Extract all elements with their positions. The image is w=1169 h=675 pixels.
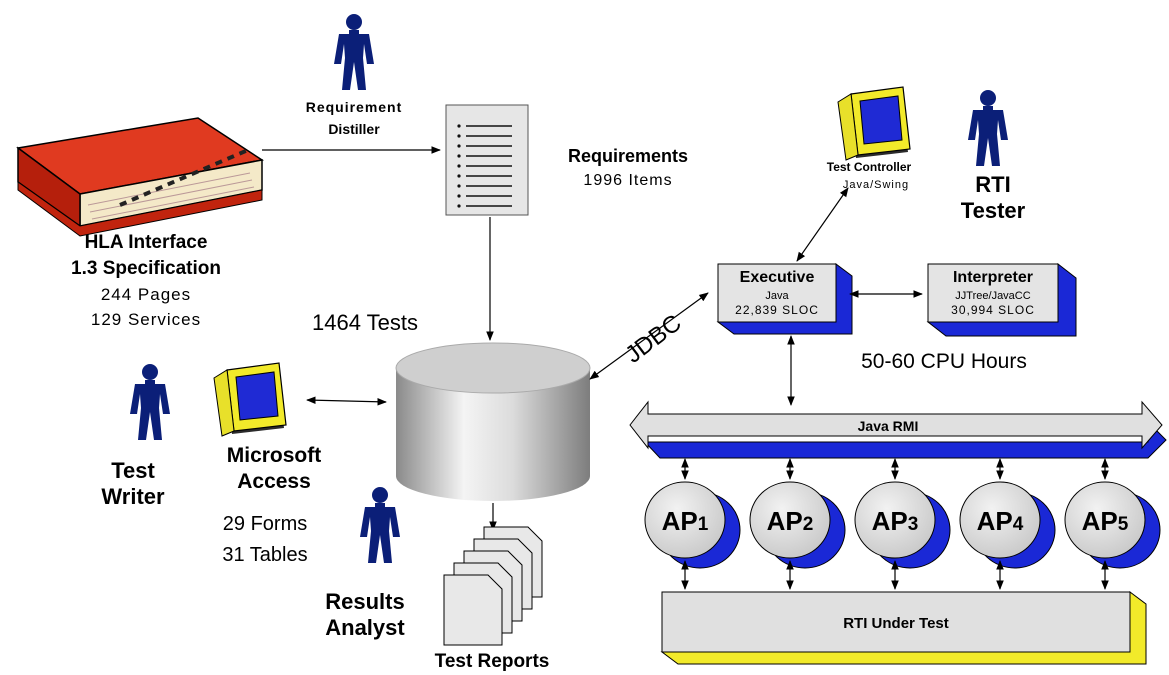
svg-text:AP3: AP3 (872, 506, 919, 536)
interpreter-box (926, 262, 1077, 337)
test-controller-title: Test Controller (827, 160, 912, 174)
ap-node-1: AP1 (644, 458, 741, 590)
microsoft-access-label-2: Access (237, 470, 311, 493)
interpreter-title: Interpreter (953, 269, 1033, 286)
ap-node-4: AP4 (959, 458, 1056, 590)
rti-under-test-label: RTI Under Test (843, 615, 949, 632)
spec-book-title-2: 1.3 Specification (71, 258, 221, 279)
jdbc-arrow (589, 292, 709, 380)
ap-node-5: AP5 (1064, 458, 1161, 590)
svg-text:AP1: AP1 (662, 506, 709, 536)
ap-node-1-label: AP (662, 506, 698, 536)
test-writer-person-icon (130, 364, 170, 440)
spec-book-icon (16, 117, 264, 237)
jdbc-label: JDBC (620, 309, 686, 368)
results-analyst-label-1: Results (325, 589, 404, 614)
spec-book-pages: 244 Pages (101, 285, 191, 304)
requirement-distiller-label-2: Distiller (328, 121, 380, 137)
rti-tester-person-icon (968, 90, 1008, 166)
ap-node-5-index: 5 (1118, 514, 1129, 535)
interpreter-lang: JJTree/JavaCC (955, 290, 1030, 302)
ap-node-1-index: 1 (698, 514, 709, 535)
ap-node-3-index: 3 (908, 514, 919, 535)
access-to-db-arrow (306, 396, 387, 406)
test-controller-tech: Java/Swing (843, 179, 909, 191)
svg-text:AP5: AP5 (1082, 506, 1129, 536)
test-writer-label-2: Writer (101, 484, 165, 509)
requirement-distiller-label-1: Requirement (306, 99, 403, 115)
microsoft-access-tables: 31 Tables (222, 544, 307, 566)
test-controller-monitor-icon (837, 86, 911, 161)
ap-node-2: AP2 (749, 458, 846, 590)
ap-node-5-label: AP (1082, 506, 1118, 536)
ap-node-2-index: 2 (803, 514, 814, 535)
rti-under-test-box (660, 591, 1147, 665)
executive-title: Executive (740, 269, 815, 286)
results-analyst-label-2: Analyst (325, 615, 405, 640)
microsoft-access-forms: 29 Forms (223, 513, 307, 535)
requirements-document-icon (445, 104, 529, 216)
tests-count: 1464 Tests (312, 310, 418, 335)
executive-sloc: 22,839 SLOC (735, 303, 819, 317)
java-rmi-bus (629, 400, 1167, 459)
ap-node-3: AP3 (854, 458, 951, 590)
executive-lang: Java (765, 290, 789, 302)
test-reports-stack-icon (443, 526, 543, 646)
test-database-icon (395, 342, 591, 501)
spec-book-services: 129 Services (91, 310, 201, 329)
svg-text:AP4: AP4 (977, 506, 1024, 536)
requirements-count: 1996 Items (583, 172, 672, 189)
microsoft-access-monitor-icon (213, 362, 287, 437)
test-writer-label-1: Test (111, 458, 155, 483)
test-reports-label: Test Reports (435, 651, 550, 672)
controller-to-executive-arrow (796, 187, 849, 262)
rti-tester-label-2: Tester (961, 198, 1026, 223)
java-rmi-label: Java RMI (858, 418, 919, 434)
spec-book-title-1: HLA Interface (85, 232, 208, 253)
ap-node-4-label: AP (977, 506, 1013, 536)
svg-text:AP2: AP2 (767, 506, 814, 536)
rti-tester-label-1: RTI (975, 172, 1010, 197)
executive-box (716, 263, 853, 335)
requirement-distiller-person-icon (334, 14, 374, 90)
ap-node-2-label: AP (767, 506, 803, 536)
cpu-hours: 50-60 CPU Hours (861, 350, 1027, 373)
results-analyst-person-icon (360, 487, 400, 563)
ap-node-4-index: 4 (1013, 514, 1024, 535)
interpreter-sloc: 30,994 SLOC (951, 303, 1035, 317)
microsoft-access-label-1: Microsoft (227, 444, 322, 467)
requirements-title: Requirements (568, 146, 688, 166)
ap-node-3-label: AP (872, 506, 908, 536)
